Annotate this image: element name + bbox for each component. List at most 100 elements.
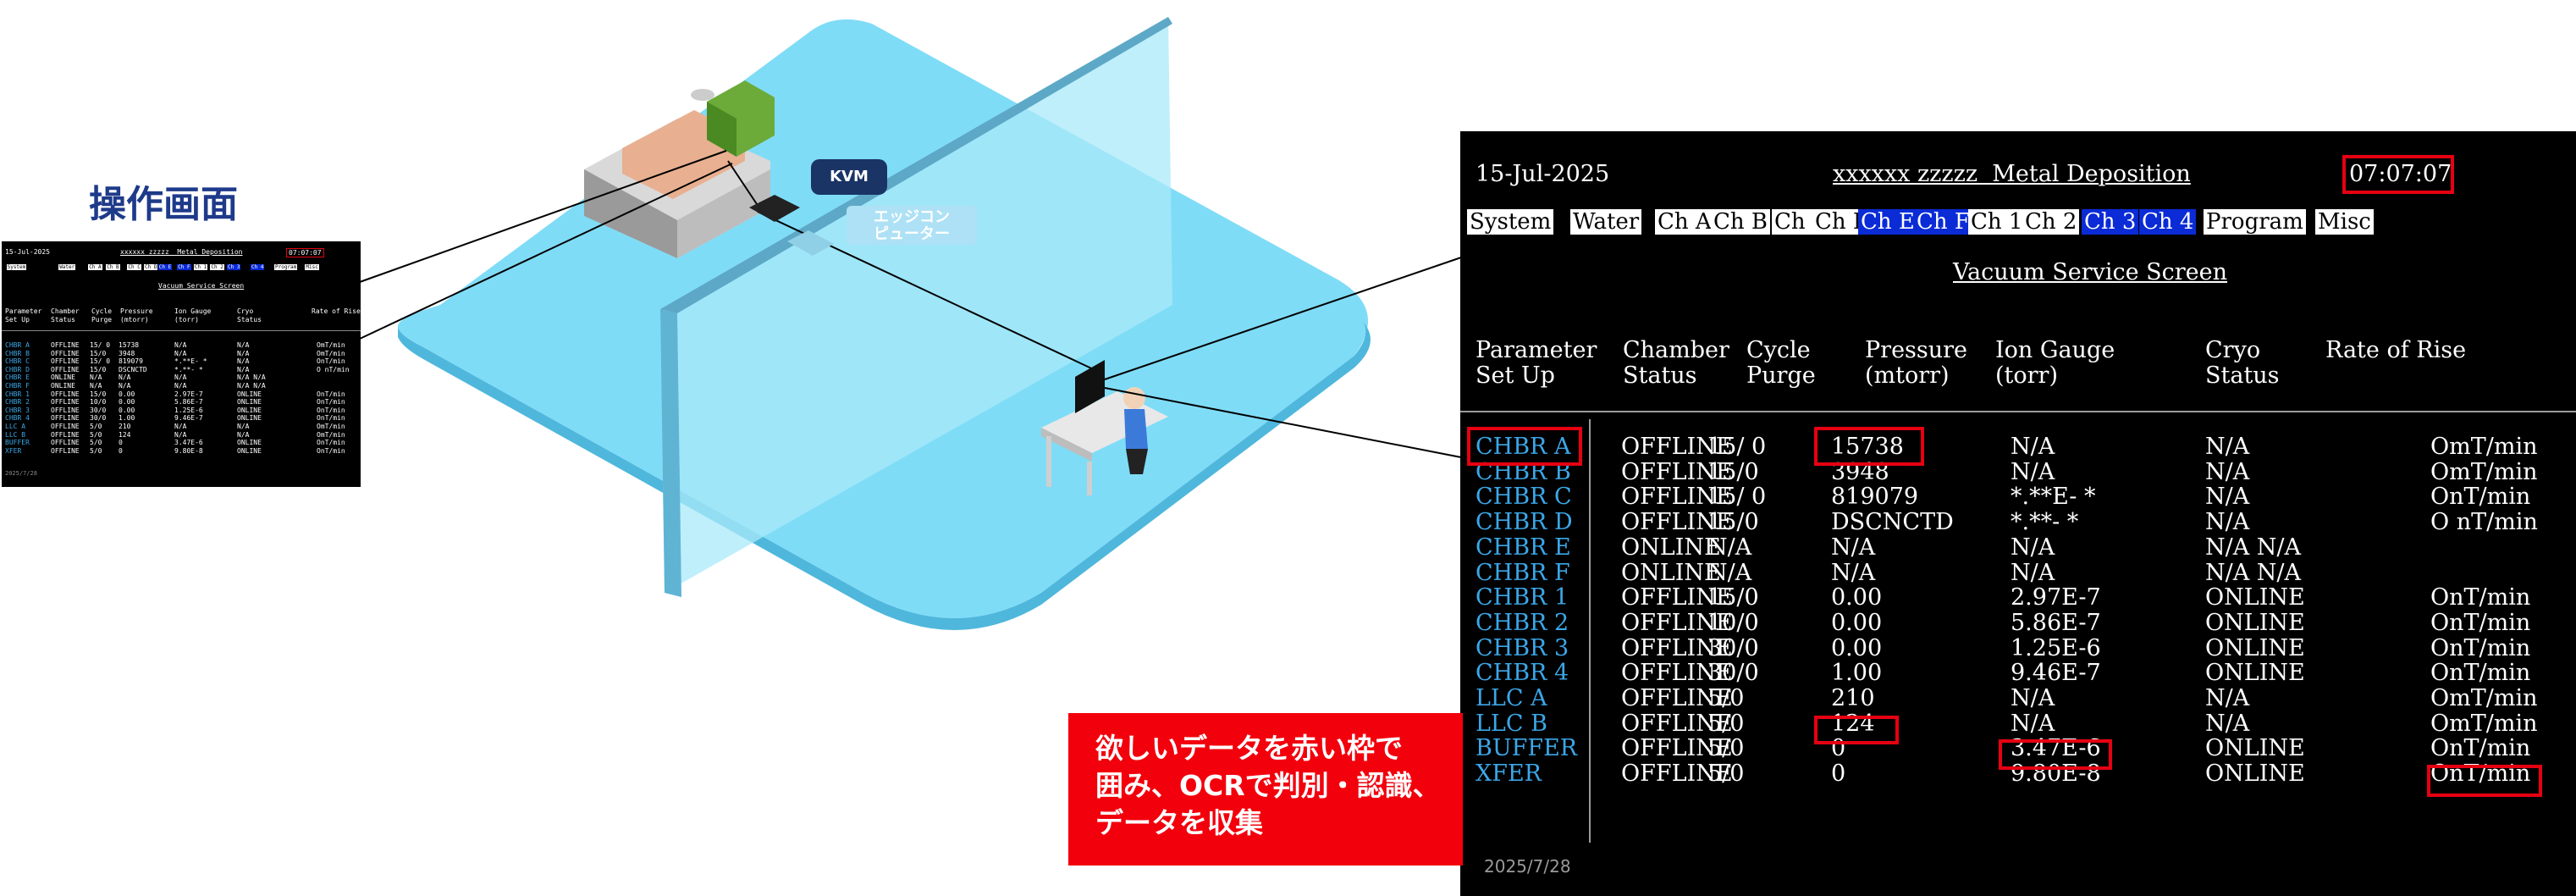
mini-cell: N/A: [237, 423, 250, 430]
table-cell: N/A: [2011, 534, 2055, 561]
mini-tab-ch-2: Ch 2: [210, 264, 224, 270]
tab-ch-4[interactable]: Ch 4: [2139, 209, 2197, 235]
tab-ch-e[interactable]: Ch E: [1858, 209, 1917, 235]
row-parameter-label[interactable]: LLC B: [1476, 710, 1547, 737]
mini-cell: OnT/min: [317, 390, 345, 398]
table-cell: N/A: [1707, 534, 1752, 561]
mini-cell: ONLINE: [51, 382, 75, 390]
table-cell: N/A: [2205, 458, 2250, 485]
mini-cell: 2.97E-7: [174, 390, 203, 398]
tab-ch-1[interactable]: Ch 1: [1968, 209, 2026, 235]
table-cell: OFFLINE: [1621, 685, 1733, 711]
mini-cell: 30/0: [90, 406, 107, 414]
table-cell: 210: [1831, 685, 1875, 711]
table-cell: 15/ 0: [1707, 434, 1767, 460]
tab-ch-a[interactable]: Ch A: [1655, 209, 1714, 235]
mini-cell: 1.00: [119, 414, 135, 423]
screen-title: xxxxxx zzzzz Metal Deposition: [1833, 161, 2191, 187]
row-parameter-label[interactable]: LLC A: [1476, 685, 1547, 711]
mini-cell: 9.46E-7: [174, 414, 203, 423]
mini-cell: ONLINE: [237, 390, 262, 398]
kvm-device-icon: [749, 195, 800, 222]
mini-cell: N/A: [174, 341, 187, 349]
mini-cell: N/A: [174, 430, 187, 439]
header-2-l2: Purge: [1746, 362, 1816, 389]
header-4-l1: Ion Gauge: [1995, 337, 2115, 363]
tab-program[interactable]: Program: [2204, 209, 2306, 235]
mini-title: xxxxxx zzzzz Metal Deposition: [120, 248, 243, 256]
mini-cell: 5.86E-7: [174, 398, 203, 407]
table-cell: OFFLINE: [1621, 434, 1733, 460]
tab-ch-2[interactable]: Ch 2: [2022, 209, 2080, 235]
mini-tab-ch-c: Ch C: [127, 264, 141, 270]
row-parameter-label[interactable]: CHBR D: [1476, 509, 1573, 536]
row-parameter-label[interactable]: CHBR 1: [1476, 584, 1569, 611]
mini-cell: DSCNCTD: [119, 365, 147, 373]
table-cell: N/A: [1831, 534, 1876, 561]
mini-cell: N/A: [237, 430, 250, 439]
table-cell: OmT/min: [2430, 710, 2538, 737]
mini-cell: 5/0: [90, 423, 102, 430]
header-0-l1: Parameter: [1476, 337, 1597, 363]
table-cell: ONLINE: [2205, 584, 2305, 611]
mini-cell: 0.00: [119, 406, 135, 414]
table-cell: N/A: [2011, 434, 2055, 460]
tab-ch-3[interactable]: Ch 3: [2082, 209, 2139, 235]
mini-cell: N/A: [174, 349, 187, 357]
table-cell: 5/0: [1707, 760, 1745, 788]
mini-header-1-l1: Chamber: [51, 307, 80, 315]
table-cell: OFFLINE: [1621, 660, 1733, 687]
header-4-l2: (torr): [1995, 362, 2058, 389]
screen-footer-date: 2025/7/28: [1484, 856, 1571, 877]
mini-cell: N/A N/A: [237, 373, 266, 382]
row-parameter-label[interactable]: CHBR 4: [1476, 660, 1569, 687]
table-cell: 819079: [1831, 484, 1919, 511]
table-cell: OFFLINE: [1621, 735, 1733, 762]
mini-cell: OFFLINE: [51, 430, 80, 439]
table-cell: OnT/min: [2430, 609, 2531, 636]
table-cell: OFFLINE: [1621, 509, 1733, 536]
mini-cell: N/A: [237, 349, 250, 357]
header-divider: [1460, 411, 2576, 412]
mini-cell: *.**E- *: [174, 357, 207, 366]
table-cell: 15/ 0: [1707, 484, 1767, 511]
mini-cell: N/A: [119, 373, 131, 382]
mini-header-0-l2: Set Up: [5, 316, 30, 324]
row-parameter-label[interactable]: CHBR C: [1476, 484, 1572, 511]
row-parameter-label[interactable]: CHBR 2: [1476, 609, 1569, 636]
mini-cell: CHBR 4: [5, 414, 30, 423]
mini-cell: 819079: [119, 357, 143, 366]
table-cell: 0: [1831, 760, 1846, 788]
tab-system[interactable]: System: [1467, 209, 1554, 235]
mini-cell: CHBR C: [5, 357, 30, 366]
mini-tab-system: System: [6, 264, 27, 270]
tab-misc[interactable]: Misc: [2315, 209, 2374, 235]
tab-ch-f[interactable]: Ch F: [1914, 209, 1972, 235]
tab-water[interactable]: Water: [1570, 209, 1642, 235]
mini-cell: 5/0: [90, 446, 102, 455]
table-cell: 5/0: [1707, 710, 1745, 737]
header-5-l2: Status: [2205, 362, 2280, 389]
row-parameter-label[interactable]: XFER: [1476, 760, 1542, 788]
row-parameter-label[interactable]: BUFFER: [1476, 735, 1578, 762]
mini-cell: OnT/min: [317, 406, 345, 414]
mini-tab-ch-e: Ch E: [157, 264, 173, 270]
table-cell: N/A: [2011, 685, 2055, 711]
mini-cell: OFFLINE: [51, 398, 80, 407]
row-parameter-label[interactable]: CHBR F: [1476, 559, 1570, 586]
mini-cell: 0.00: [119, 390, 135, 398]
mini-tab-ch-b: Ch B: [106, 264, 120, 270]
table-cell: OmT/min: [2430, 434, 2538, 460]
table-cell: ONLINE: [2205, 609, 2305, 636]
row-parameter-label[interactable]: CHBR A: [1476, 434, 1571, 460]
mini-cell: O nT/min: [317, 365, 350, 373]
row-parameter-label[interactable]: CHBR E: [1476, 534, 1571, 561]
tab-ch-b[interactable]: Ch B: [1711, 209, 1771, 235]
table-cell: 15/0: [1707, 584, 1759, 611]
table-cell: N/A: [2205, 484, 2250, 511]
mini-header-2-l2: Purge: [91, 316, 113, 324]
mini-header-3-l2: (mtorr): [120, 316, 149, 324]
row-parameter-label[interactable]: CHBR 3: [1476, 634, 1569, 661]
table-cell: 15/0: [1707, 509, 1759, 536]
